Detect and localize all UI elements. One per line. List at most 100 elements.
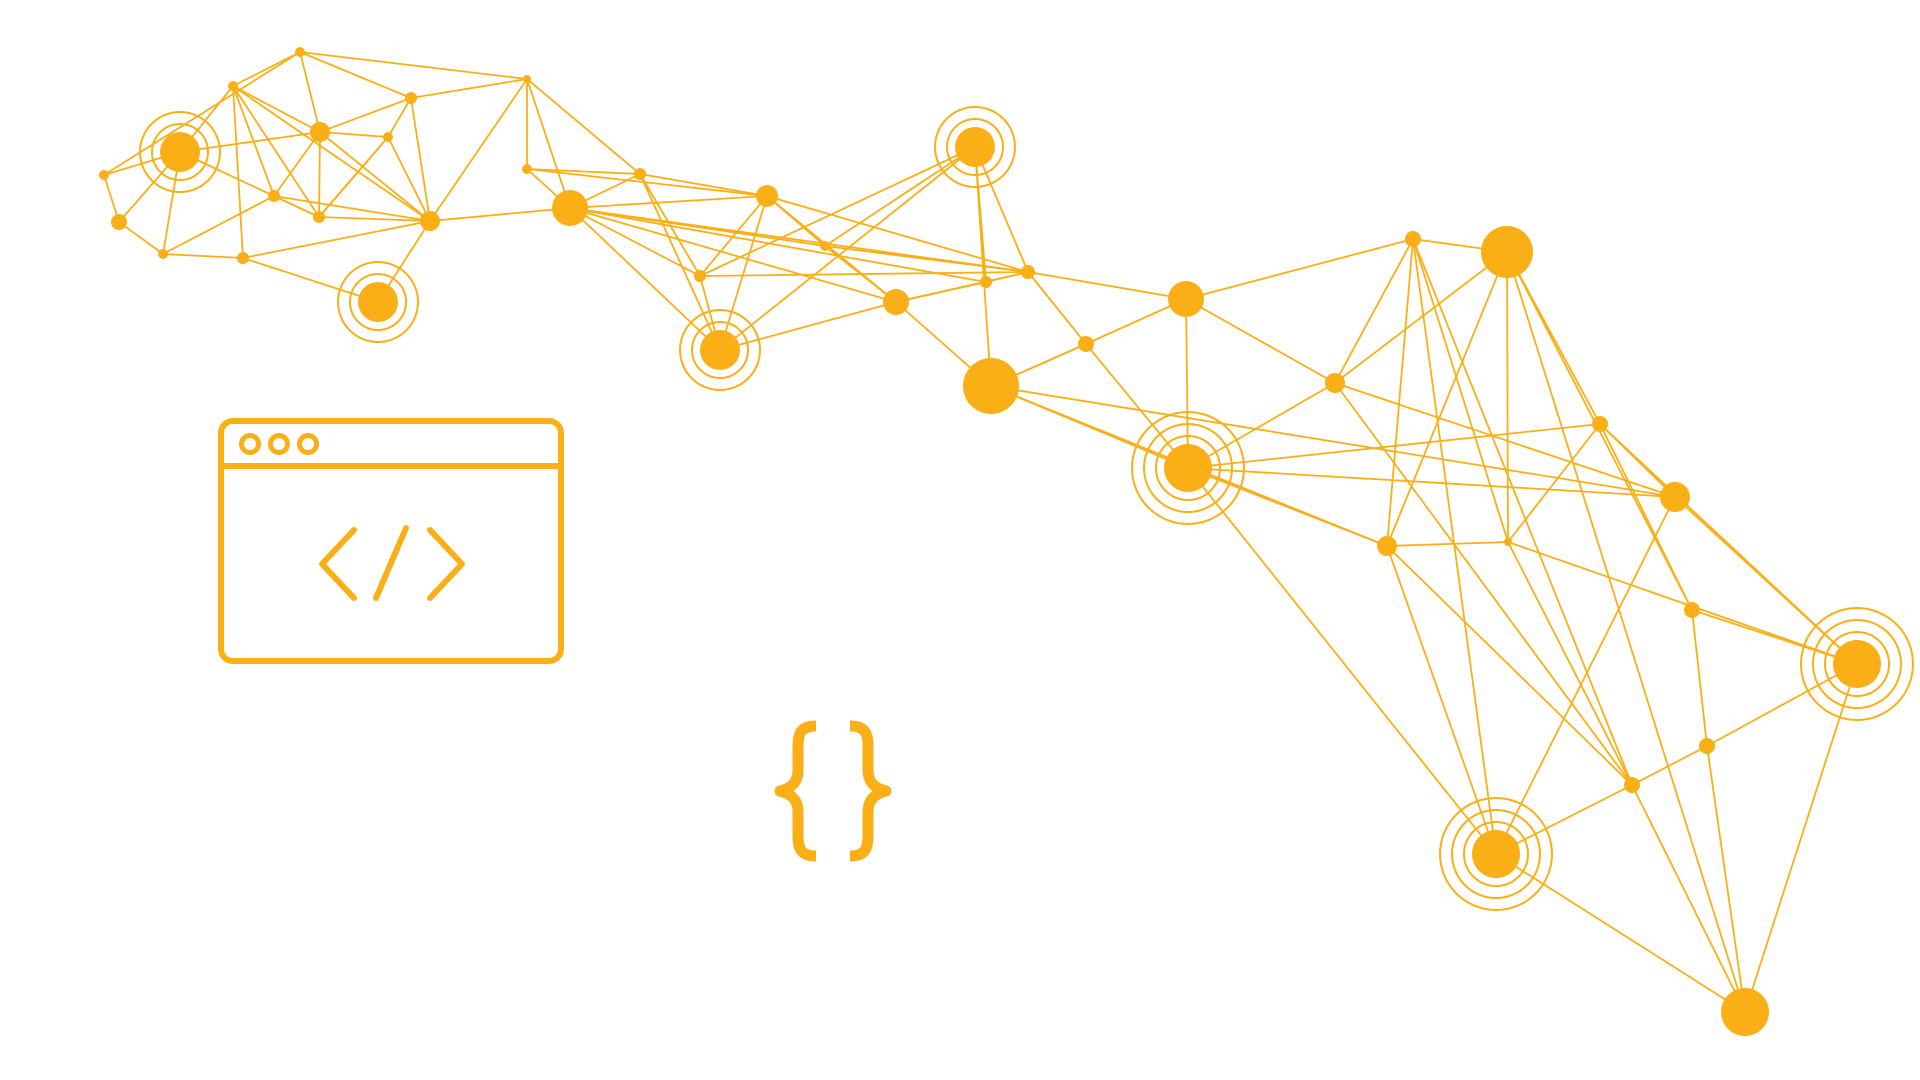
network-edge — [162, 253, 244, 259]
node-ring — [151, 123, 209, 181]
network-edge — [1085, 298, 1187, 345]
network-edge — [699, 146, 976, 277]
network-edge — [1185, 238, 1414, 300]
network-edge — [1691, 609, 1708, 747]
network-edge — [299, 51, 321, 133]
network-node — [700, 330, 740, 370]
network-node — [756, 185, 778, 207]
network-node — [111, 214, 127, 230]
network-edge — [429, 78, 528, 222]
node-ring — [1800, 607, 1914, 721]
network-edge — [273, 131, 321, 197]
network-edge — [1085, 343, 1189, 469]
network-node — [1504, 538, 1512, 546]
network-edge — [1334, 382, 1633, 786]
network-edge — [232, 85, 244, 259]
network-node — [313, 211, 325, 223]
node-ring — [1143, 423, 1233, 513]
network-node — [160, 132, 200, 172]
network-node — [383, 132, 393, 142]
network-edge — [232, 51, 301, 87]
network-node — [1684, 602, 1700, 618]
network-edge — [232, 85, 321, 133]
network-node — [523, 75, 531, 83]
node-ring — [1463, 821, 1529, 887]
network-node — [228, 81, 238, 91]
network-edges — [103, 51, 1858, 1013]
network-node — [405, 92, 417, 104]
network-edge — [1187, 382, 1336, 469]
network-edge — [1706, 663, 1858, 747]
network-edge — [1027, 271, 1087, 345]
network-node — [1592, 416, 1608, 432]
network-edge — [103, 174, 120, 223]
network-node — [1481, 226, 1533, 278]
network-edge — [526, 78, 571, 209]
network-edge — [1631, 784, 1746, 1013]
network-edge — [569, 207, 701, 277]
network-edge — [1495, 784, 1633, 855]
network-edge — [1386, 251, 1508, 547]
network-edge — [1507, 541, 1858, 665]
network-edge — [990, 385, 1676, 498]
network-edge — [824, 245, 897, 303]
network-edge — [1187, 467, 1676, 498]
network-node — [552, 190, 588, 226]
network-edge — [1185, 298, 1336, 384]
network-edge — [1187, 423, 1601, 469]
network-edge — [318, 136, 389, 218]
network-edge — [824, 245, 1029, 273]
network-edge — [526, 168, 641, 175]
network-node — [883, 289, 909, 315]
node-ring — [679, 309, 761, 391]
network-node — [1624, 777, 1640, 793]
network-node — [295, 47, 305, 57]
network-edge — [1185, 298, 1189, 469]
network-edge — [569, 207, 721, 351]
network-edge — [232, 85, 431, 222]
network-edge — [242, 220, 431, 259]
network-edge — [103, 51, 301, 176]
network-edge — [985, 271, 1029, 283]
network-edge — [766, 195, 1029, 273]
network-node — [310, 122, 330, 142]
network-edge — [824, 146, 976, 247]
network-edge — [1386, 238, 1414, 547]
code-window-icon — [218, 418, 564, 664]
network-edge — [1386, 545, 1497, 855]
network-node — [1699, 738, 1715, 754]
network-edge — [1506, 251, 1746, 1013]
network-node — [420, 211, 440, 231]
network-edge — [319, 97, 412, 133]
network-node — [694, 270, 706, 282]
network-edge — [1027, 271, 1187, 300]
network-node — [1660, 482, 1690, 512]
network-edge — [273, 195, 320, 218]
network-node — [1078, 336, 1094, 352]
node-ring — [691, 321, 749, 379]
network-node — [358, 282, 398, 322]
network-edge — [1386, 545, 1633, 786]
network-edge — [232, 85, 275, 197]
network-edge — [118, 221, 164, 255]
network-edge — [319, 131, 389, 138]
network-edge — [1412, 238, 1509, 543]
network-edge — [1631, 745, 1708, 786]
network-edge — [1386, 541, 1509, 547]
network-edge — [639, 173, 721, 351]
network-node — [158, 249, 168, 259]
network-node — [1164, 444, 1212, 492]
network-edge — [1187, 467, 1497, 855]
network-node — [268, 190, 280, 202]
network-edge — [232, 85, 320, 218]
network-edge — [569, 207, 987, 283]
node-ring — [337, 261, 419, 343]
node-ring — [1451, 809, 1541, 899]
network-edge — [242, 257, 379, 303]
network-node — [963, 358, 1019, 414]
network-edge — [974, 146, 1029, 273]
network-node — [1833, 640, 1881, 688]
network-edge — [1412, 238, 1633, 786]
